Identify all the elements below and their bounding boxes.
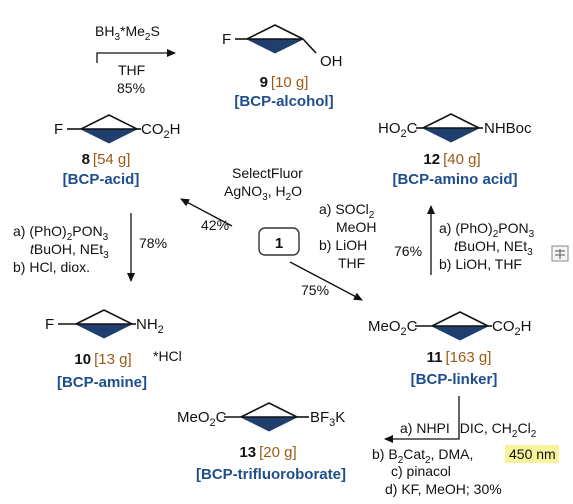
cond-ester-yield: 75% xyxy=(301,282,329,298)
cond-bf3-d: d) KF, MeOH; 30% xyxy=(385,481,502,497)
cond-aa-a: a) (PhO)2PON3 xyxy=(439,220,535,240)
cond-ester-b: b) LiOH xyxy=(319,237,367,253)
cond-borane-reagent: BH3*Me2S xyxy=(95,23,160,43)
cond-amine-b: b) HCl, diox. xyxy=(13,259,90,275)
compound-11-tag: [BCP-linker] xyxy=(411,371,498,388)
compound-10-structure: F NH2 xyxy=(45,309,164,339)
compound-9-structure: F OH xyxy=(222,24,343,70)
c9-right-group: OH xyxy=(320,53,343,70)
compound-12-tag: [BCP-amino acid] xyxy=(392,171,517,188)
cond-fluor-reagent: SelectFluor xyxy=(232,165,303,181)
compound-9-label: 9[10 g] xyxy=(260,74,309,91)
compound-12-label: 12[40 g] xyxy=(423,151,480,168)
cond-borane-yield: 85% xyxy=(117,80,145,96)
compound-8-tag: [BCP-acid] xyxy=(63,171,140,188)
cond-aa-yield: 76% xyxy=(394,243,422,259)
compound-12-structure: HO2C NHBoc xyxy=(378,113,532,143)
c10-left-atom: F xyxy=(45,316,54,333)
c10-right-group: NH2 xyxy=(136,316,164,336)
cond-ester-a: a) SOCl2 xyxy=(319,201,375,221)
cond-fluor-additive: AgNO3, H2O xyxy=(224,183,302,203)
cond-amine-a2: tBuOH, NEt3 xyxy=(30,241,109,261)
compound-13-structure: MeO2C BF3K xyxy=(177,402,345,432)
arrow-8-to-9 xyxy=(96,49,176,63)
cond-fluor-yield: 42% xyxy=(201,217,229,233)
cond-bf3-c: c) pinacol xyxy=(391,463,451,479)
compound-9-tag: [BCP-alcohol] xyxy=(234,93,333,110)
c11-left-group: MeO2C xyxy=(368,318,418,338)
compound-11-label: 11[163 g] xyxy=(427,349,492,366)
c13-right-group: BF3K xyxy=(310,409,345,429)
arrow-1-to-8 xyxy=(180,198,233,227)
c13-left-group: MeO2C xyxy=(177,409,227,429)
arrow-11-to-13 xyxy=(384,396,460,443)
compound-1-label: 1 xyxy=(275,235,283,252)
cond-aa-a2: tBuOH, NEt3 xyxy=(454,238,533,258)
compound-11-structure: MeO2C CO2H xyxy=(368,311,531,341)
compound-13-label: 13[20 g] xyxy=(239,444,296,461)
compound-10-tag: [BCP-amine] xyxy=(57,374,147,391)
compound-1-box xyxy=(258,227,300,256)
c10-salt: *HCl xyxy=(153,348,182,364)
compound-10-label: 10[13 g] xyxy=(74,351,131,368)
c8-left-atom: F xyxy=(54,121,63,138)
cond-aa-b: b) LiOH, THF xyxy=(439,256,522,272)
cond-borane-solvent: THF xyxy=(118,62,145,78)
c8-right-group: CO2H xyxy=(141,121,180,141)
cond-amine-a: a) (PhO)2PON3 xyxy=(13,223,109,243)
cond-ester-b2: THF xyxy=(338,255,365,271)
compound-13-tag: [BCP-trifluoroborate] xyxy=(196,466,346,483)
cond-amine-yield: 78% xyxy=(139,235,167,251)
c12-right-group: NHBoc xyxy=(484,120,532,137)
table-icon[interactable] xyxy=(551,245,569,262)
c11-right-group: CO2H xyxy=(492,318,531,338)
c12-left-group: HO2C xyxy=(378,120,418,140)
wavelength-highlight xyxy=(505,445,559,463)
compound-8-label: 8[54 g] xyxy=(82,151,131,168)
cond-bf3-b: b) B2Cat2, DMA, xyxy=(372,446,473,466)
compound-8-structure: F CO2H xyxy=(54,114,180,144)
arrow-1-to-11 xyxy=(289,261,363,301)
cond-ester-a2: MeOH xyxy=(336,219,376,235)
cond-bf3-wavelength: 450 nm xyxy=(509,446,556,462)
c9-left-atom: F xyxy=(222,31,231,48)
